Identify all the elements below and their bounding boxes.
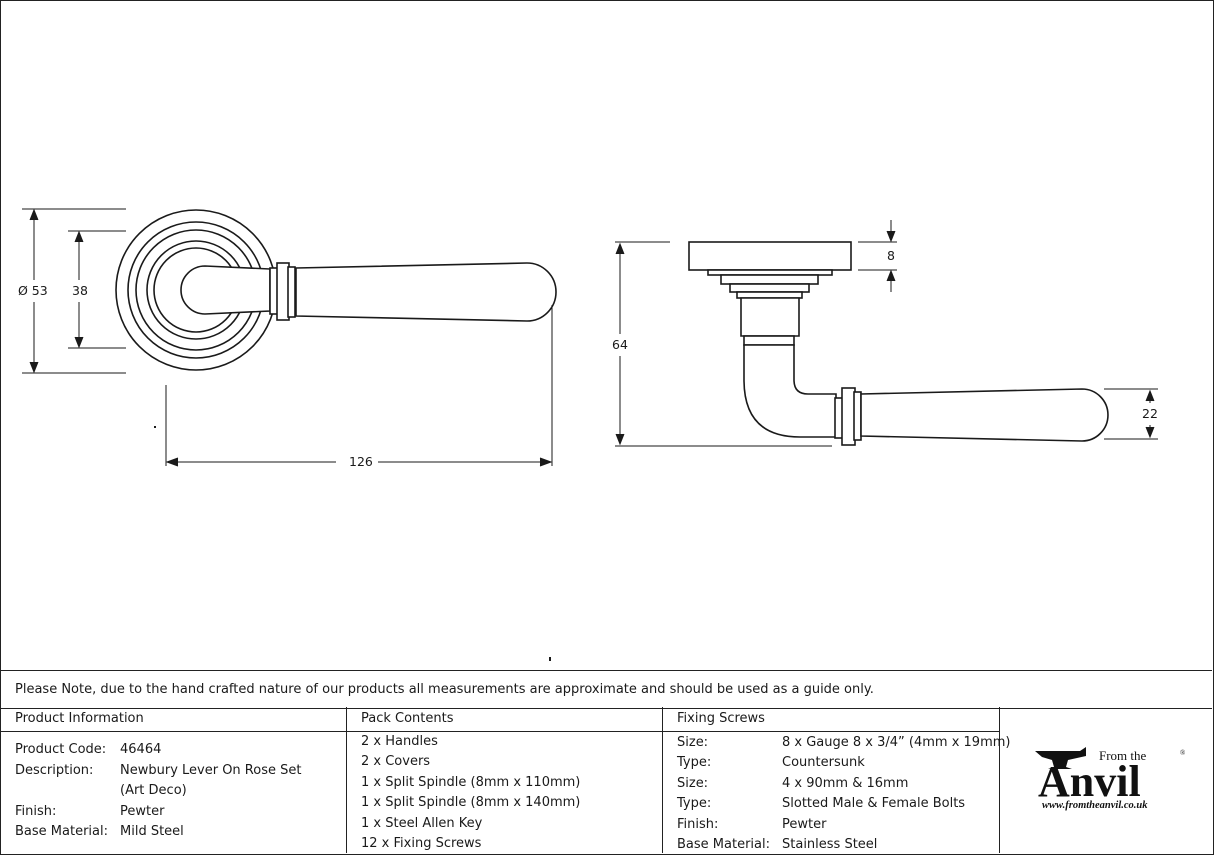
lever-front-view <box>180 262 557 322</box>
pack-item: 1 x Split Spindle (8mm x 110mm) <box>361 775 581 790</box>
pack-item: 12 x Fixing Screws <box>361 836 482 851</box>
pack-contents-title: Pack Contents <box>347 707 662 732</box>
dim-rose-inner: 38 <box>72 283 88 298</box>
dim-rose-diameter: Ø 53 <box>18 283 48 298</box>
fixing-screws-panel: Fixing Screws Size: 8 x Gauge 8 x 3/4” (… <box>663 707 1010 853</box>
product-information-title: Product Information <box>0 707 346 732</box>
pack-item: 2 x Covers <box>361 754 431 769</box>
fixing-screws-title: Fixing Screws <box>663 707 999 732</box>
pack-contents-panel: Pack Contents 2 x Handles 2 x Covers 1 x… <box>347 707 663 853</box>
dim-lever-length: 126 <box>349 454 373 469</box>
pack-item: 2 x Handles <box>361 734 438 749</box>
logo-brand-name: Anvil <box>1038 757 1141 806</box>
brand-logo: From the ® Anvil www.fromtheanvil.co.uk <box>1000 707 1212 853</box>
pack-item: 1 x Steel Allen Key <box>361 816 483 831</box>
anvil-logo: From the ® Anvil www.fromtheanvil.co.uk <box>1035 747 1186 811</box>
logo-from-the: From the <box>1099 748 1147 763</box>
technical-drawing: Ø 53 38 126 8 64 22 <box>18 208 1158 661</box>
measurement-note: Please Note, due to the hand crafted nat… <box>0 670 1212 709</box>
dim-grip-height: 22 <box>1142 406 1158 421</box>
product-information-panel: Product Information Product Code: 46464 … <box>0 707 347 853</box>
anvil-icon <box>1035 747 1086 769</box>
logo-url: www.fromtheanvil.co.uk <box>1042 800 1148 811</box>
logo-registered: ® <box>1180 749 1186 757</box>
note-text: Please Note, due to the hand crafted nat… <box>15 682 874 697</box>
dim-rose-depth: 8 <box>887 248 895 263</box>
pack-item: 1 x Split Spindle (8mm x 140mm) <box>361 795 581 810</box>
lever-side-view <box>688 241 1109 446</box>
dim-projection: 64 <box>612 337 628 352</box>
